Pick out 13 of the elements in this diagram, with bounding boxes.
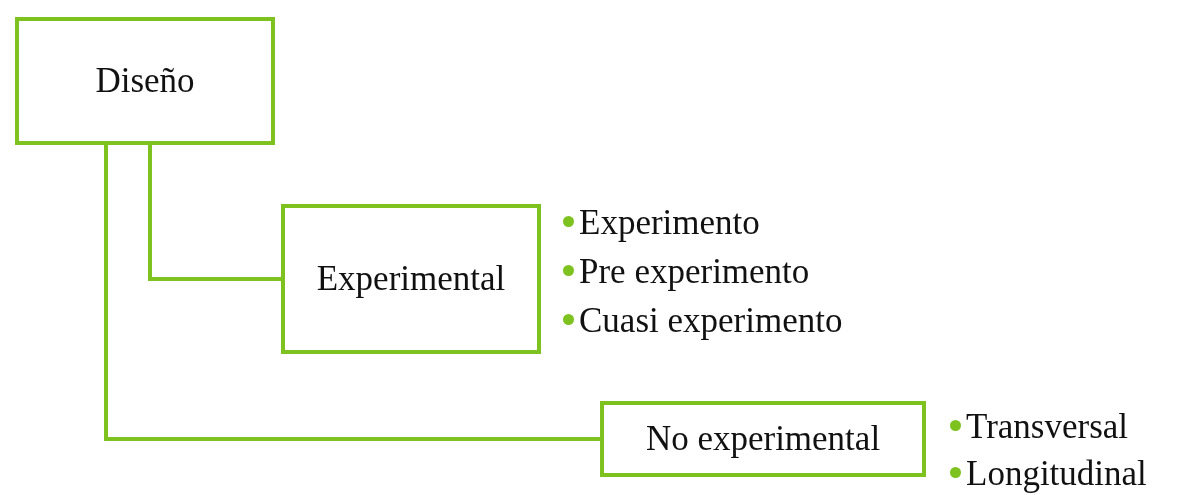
process-box [15,17,275,145]
process-box [600,401,926,477]
connector-line [104,145,600,441]
bullet-item: Experimento [563,203,760,243]
node-label: Experimental [316,259,506,299]
bullet-item: Longitudinal [950,454,1147,494]
bullet-item: Pre experimento [563,252,810,292]
bullet-item: Cuasi experimento [563,301,843,341]
node-label: Diseño [95,61,195,101]
node-label: No experimental [645,419,881,459]
bullet-item: Transversal [950,407,1129,447]
process-box [281,204,541,354]
connector-line [148,145,281,281]
